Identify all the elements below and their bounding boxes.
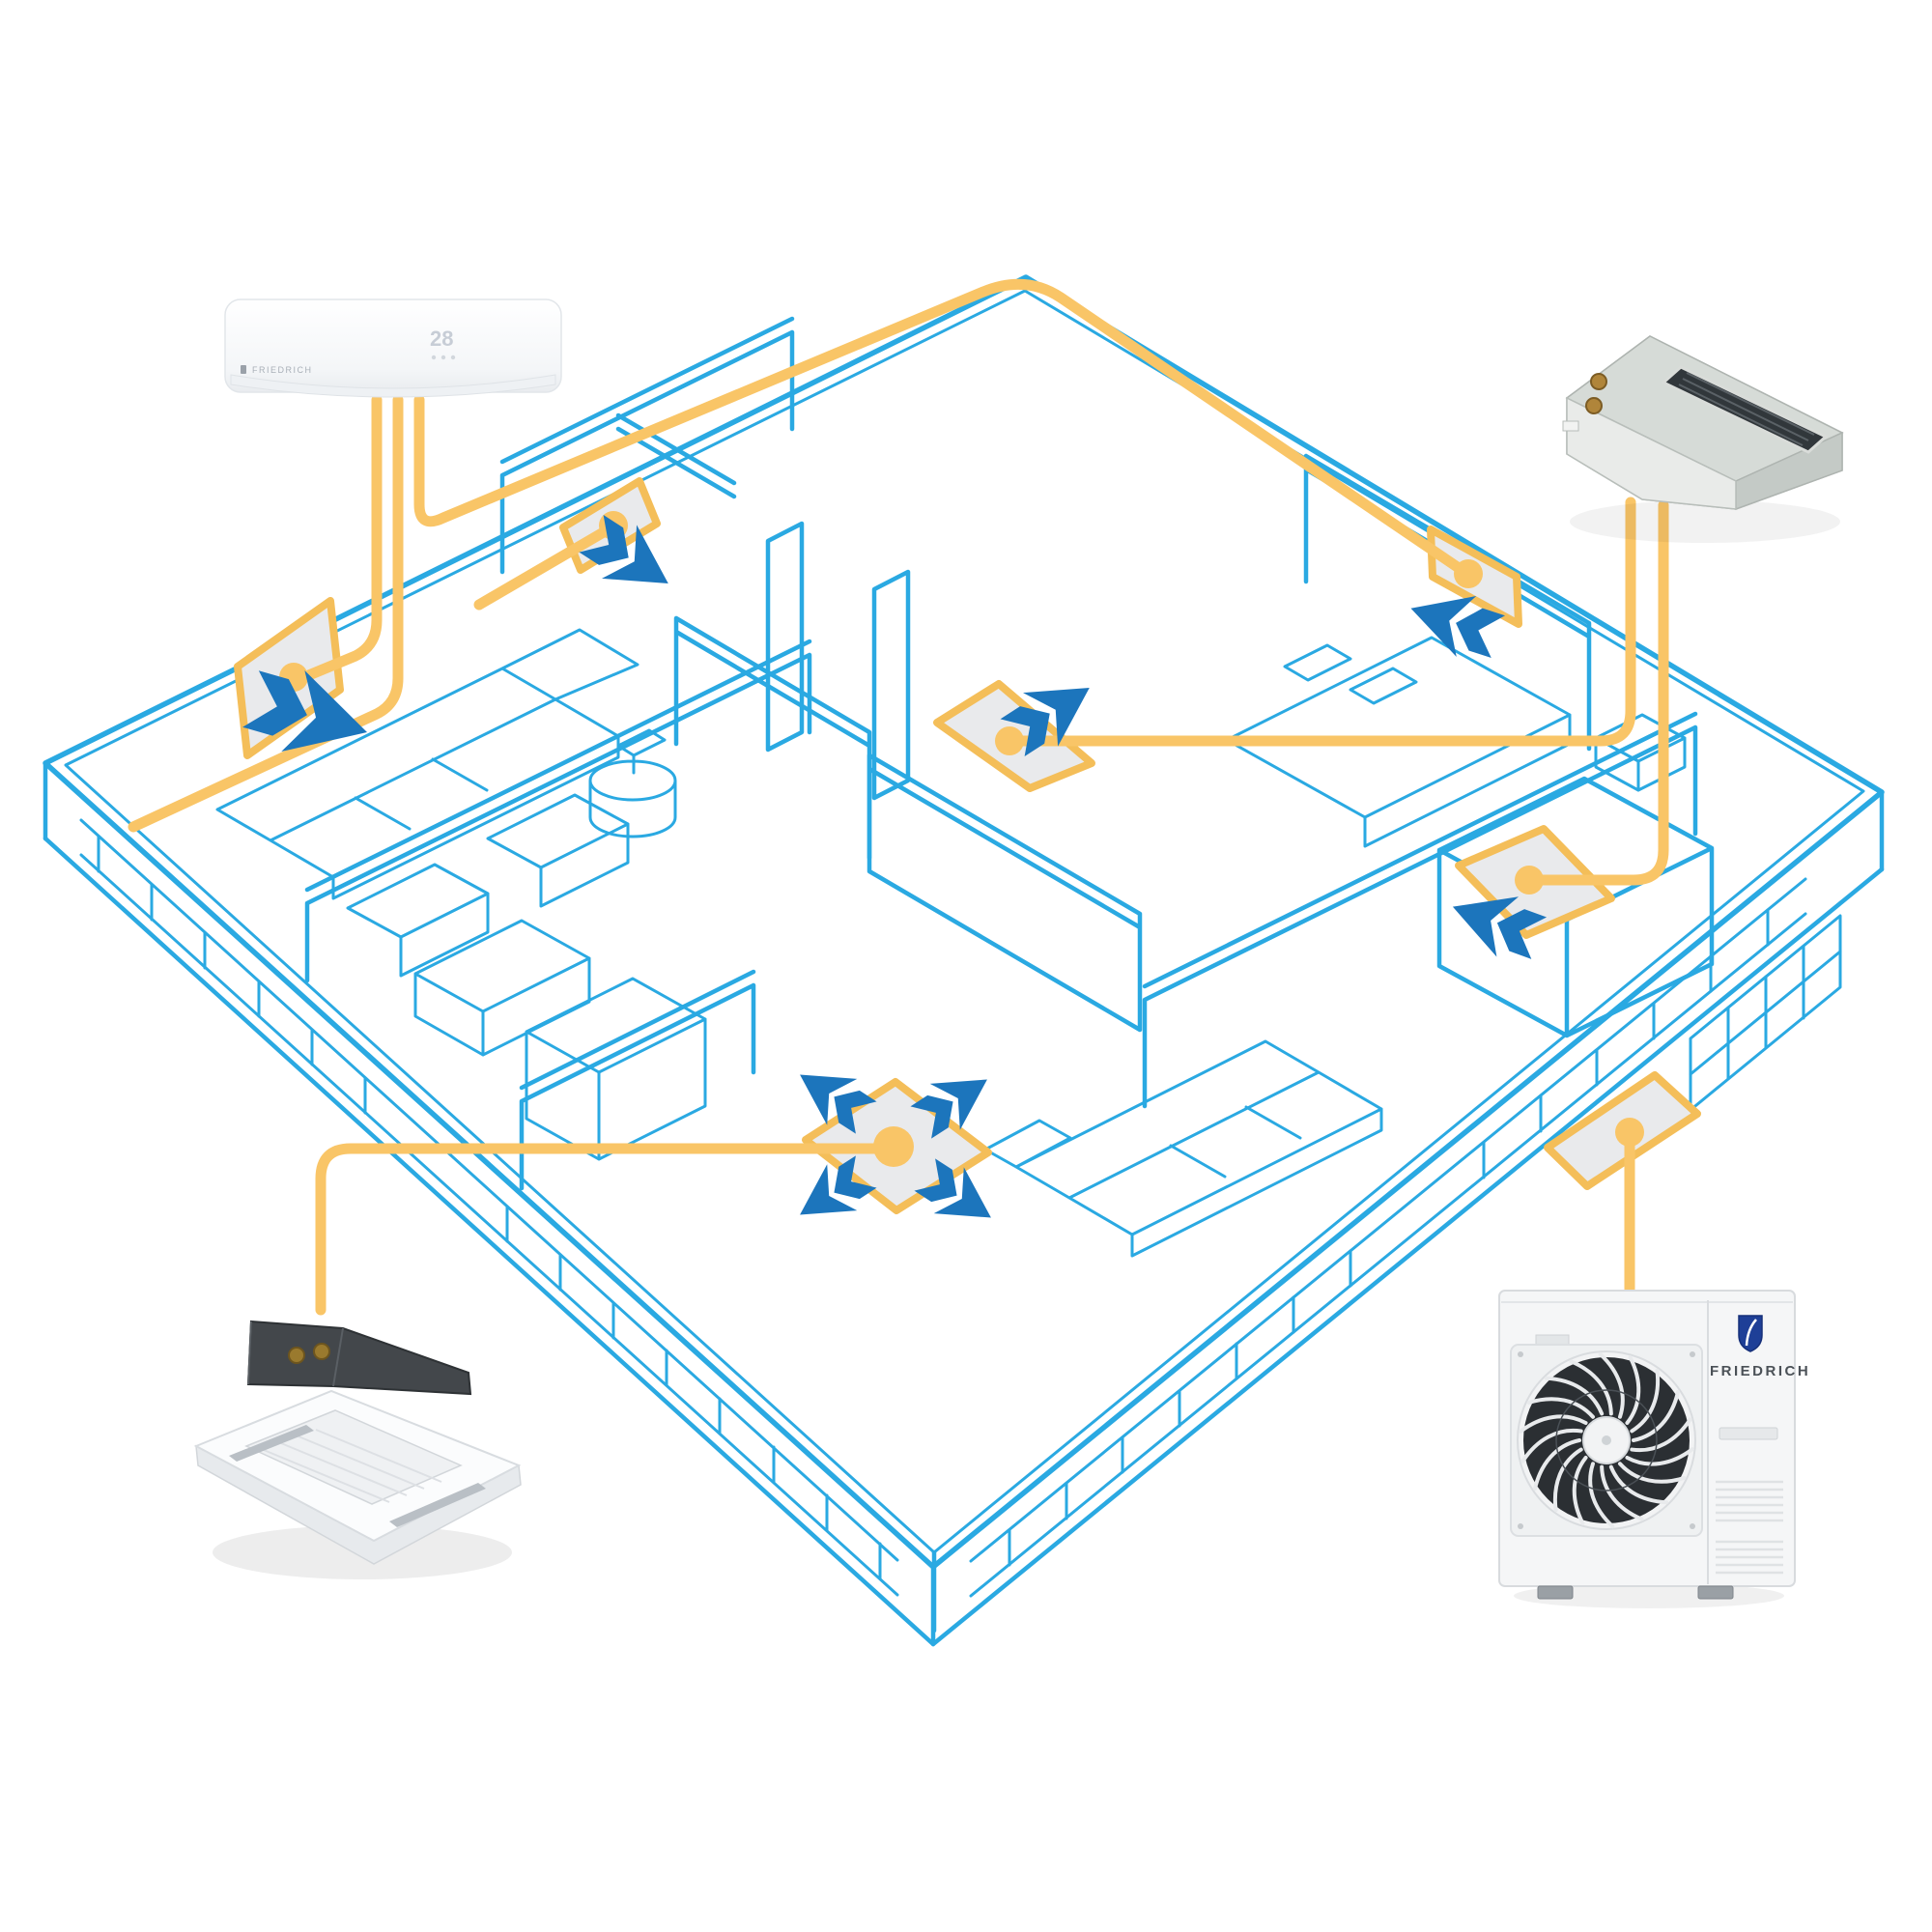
- line-wall-unit-exterior-run: [128, 394, 404, 833]
- corner-verticals: [43, 760, 1885, 1647]
- closet-box: [1436, 776, 1715, 1038]
- furniture: [215, 628, 1687, 1258]
- brand-shield-icon: [1738, 1315, 1763, 1352]
- wall-base-edges: [43, 836, 1885, 1647]
- line-panel-2-stub: [473, 521, 619, 611]
- temperature-display: 28: [430, 327, 453, 351]
- refrigerant-port-icon: [288, 1347, 305, 1364]
- pipe-node-5: [1515, 866, 1544, 895]
- line-wall-unit-over-roof-to-panel-4: [413, 278, 1470, 578]
- kitchen-cabinet-1: [346, 863, 490, 978]
- side-louvers: [1716, 1480, 1783, 1575]
- round-planter: [588, 728, 677, 838]
- brand-label: FRIEDRICH: [252, 365, 313, 375]
- refrigerant-port-icon: [1590, 373, 1607, 390]
- pipe-node-outdoor: [1615, 1118, 1644, 1147]
- tall-window-east: [1689, 914, 1842, 1112]
- refrigerant-lines: [128, 278, 1669, 1316]
- unit-foot: [1697, 1585, 1734, 1600]
- cassette-vane-slot: [389, 1483, 486, 1527]
- window-band-southeast: [969, 877, 1842, 1598]
- pipe-node-4: [1454, 559, 1483, 588]
- line-cassette-to-diamond: [315, 1143, 895, 1316]
- pillows: [1283, 643, 1418, 705]
- line-ducted-unit-to-panel-5: [1526, 499, 1669, 886]
- cassette-vane-slot: [229, 1425, 314, 1462]
- refrigerant-port-icon: [1585, 397, 1603, 414]
- kitchen-island: [413, 919, 591, 1057]
- ceiling-cassette-indoor-unit: [193, 1320, 522, 1579]
- unit-foot: [1537, 1585, 1574, 1600]
- line-ducted-unit-to-panel-3: [1007, 497, 1636, 747]
- brand-logo-icon: [241, 365, 246, 374]
- sofa-family-room: [983, 1039, 1383, 1258]
- pipe-node-3: [995, 726, 1024, 755]
- fan-icon: [1517, 1350, 1696, 1530]
- sofa-living-room: [215, 628, 639, 900]
- wall-mounted-indoor-unit: 28 FRIEDRICH: [224, 298, 562, 398]
- bed: [1225, 636, 1572, 848]
- brand-label: FRIEDRICH: [1710, 1363, 1810, 1379]
- refrigerant-port-icon: [313, 1343, 330, 1360]
- pipe-node-diamond: [873, 1126, 914, 1167]
- outdoor-condenser-unit: FRIEDRICH: [1498, 1290, 1810, 1608]
- line-wall-unit-to-panel-1: [294, 394, 383, 685]
- kitchen-cabinet-2: [486, 793, 630, 908]
- ducted-indoor-unit: [1562, 335, 1844, 543]
- window-band-southwest: [79, 818, 899, 1597]
- closet-box-2: [525, 977, 707, 1161]
